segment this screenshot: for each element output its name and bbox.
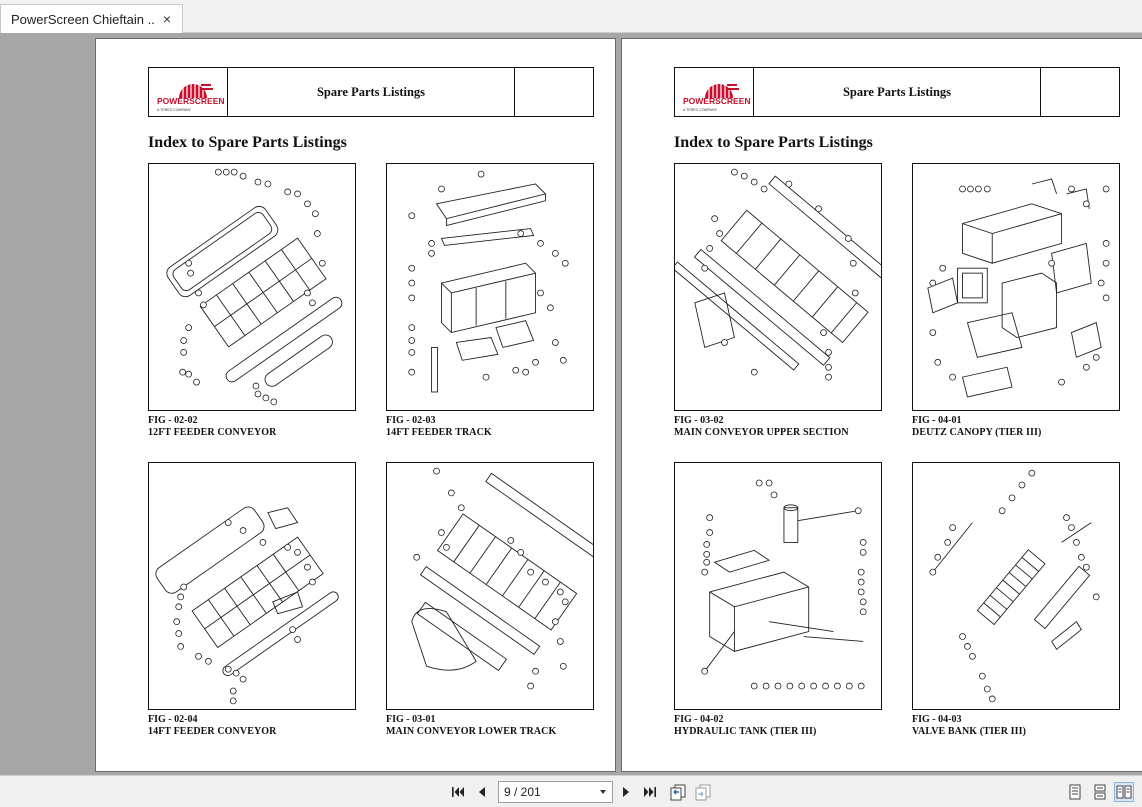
logo-brand-text: POWERSCREEN <box>683 96 751 106</box>
figure-drawing <box>386 462 594 710</box>
figure-03-01[interactable]: FIG - 03-01 MAIN CONVEYOR LOWER TRACK <box>386 462 594 737</box>
continuous-view-icon[interactable] <box>1090 782 1110 802</box>
header-blank-cell <box>515 68 593 116</box>
figure-03-02[interactable]: FIG - 03-02 MAIN CONVEYOR UPPER SECTION <box>674 163 882 438</box>
figure-04-02[interactable]: FIG - 04-02 HYDRAULIC TANK (TIER III) <box>674 462 882 737</box>
figure-drawing <box>912 163 1120 411</box>
prev-page-icon[interactable] <box>472 782 492 802</box>
figure-caption: MAIN CONVEYOR LOWER TRACK <box>386 726 557 737</box>
figure-02-02[interactable]: FIG - 02-02 12FT FEEDER CONVEYOR <box>148 163 356 438</box>
index-title: Index to Spare Parts Listings <box>148 134 347 151</box>
figure-code: FIG - 02-02 <box>148 415 198 426</box>
figure-caption: DEUTZ CANOPY (TIER III) <box>912 427 1042 438</box>
page-header: POWERSCREEN A TEREX COMPANY Spare Parts … <box>148 67 594 117</box>
header-title: Spare Parts Listings <box>228 68 515 116</box>
chevron-down-icon <box>600 790 606 794</box>
back-view-icon[interactable] <box>668 782 688 802</box>
header-title: Spare Parts Listings <box>754 68 1041 116</box>
figure-code: FIG - 02-03 <box>386 415 436 426</box>
logo-brand-text: POWERSCREEN <box>157 96 225 106</box>
logo-sub-text: A TEREX COMPANY <box>157 108 192 112</box>
next-page-icon[interactable] <box>616 782 636 802</box>
close-tab-icon[interactable]: × <box>162 11 172 27</box>
figure-04-03[interactable]: FIG - 04-03 VALVE BANK (TIER III) <box>912 462 1120 737</box>
page-right: POWERSCREEN A TEREX COMPANY Spare Parts … <box>621 38 1142 772</box>
figure-code: FIG - 03-02 <box>674 415 724 426</box>
bottom-toolbar: 9 / 201 <box>0 775 1142 807</box>
document-tab[interactable]: PowerScreen Chieftain ... × <box>0 4 183 34</box>
figure-04-01[interactable]: FIG - 04-01 DEUTZ CANOPY (TIER III) <box>912 163 1120 438</box>
forward-view-icon[interactable] <box>693 782 713 802</box>
powerscreen-logo: POWERSCREEN A TEREX COMPANY <box>675 68 754 116</box>
figure-caption: 14FT FEEDER TRACK <box>386 427 492 438</box>
figure-drawing <box>674 462 882 710</box>
index-title: Index to Spare Parts Listings <box>674 134 873 151</box>
document-tab-title: PowerScreen Chieftain ... <box>11 12 156 27</box>
figure-02-03[interactable]: FIG - 02-03 14FT FEEDER TRACK <box>386 163 594 438</box>
figure-caption: VALVE BANK (TIER III) <box>912 726 1027 737</box>
figure-caption: HYDRAULIC TANK (TIER III) <box>674 726 817 737</box>
figure-code: FIG - 04-01 <box>912 415 962 426</box>
page-header: POWERSCREEN A TEREX COMPANY Spare Parts … <box>674 67 1120 117</box>
figure-caption: 14FT FEEDER CONVEYOR <box>148 726 277 737</box>
figure-drawing <box>148 462 356 710</box>
figure-code: FIG - 03-01 <box>386 714 436 725</box>
first-page-icon[interactable] <box>448 782 468 802</box>
tab-bar: PowerScreen Chieftain ... × <box>0 0 1142 34</box>
page-left: POWERSCREEN A TEREX COMPANY Spare Parts … <box>95 38 616 772</box>
figure-drawing <box>148 163 356 411</box>
header-blank-cell <box>1041 68 1119 116</box>
figure-code: FIG - 02-04 <box>148 714 198 725</box>
page-number-select[interactable]: 9 / 201 <box>498 781 613 803</box>
figure-drawing <box>386 163 594 411</box>
logo-sub-text: A TEREX COMPANY <box>683 108 718 112</box>
figure-code: FIG - 04-02 <box>674 714 724 725</box>
last-page-icon[interactable] <box>640 782 660 802</box>
figure-drawing <box>912 462 1120 710</box>
figure-caption: MAIN CONVEYOR UPPER SECTION <box>674 427 849 438</box>
page-indicator: 9 / 201 <box>504 785 541 799</box>
figure-02-04[interactable]: FIG - 02-04 14FT FEEDER CONVEYOR <box>148 462 356 737</box>
figure-drawing <box>674 163 882 411</box>
two-page-view-icon[interactable] <box>1114 782 1134 802</box>
figure-caption: 12FT FEEDER CONVEYOR <box>148 427 277 438</box>
powerscreen-logo: POWERSCREEN A TEREX COMPANY <box>149 68 228 116</box>
single-page-view-icon[interactable] <box>1065 782 1085 802</box>
document-viewer[interactable]: POWERSCREEN A TEREX COMPANY Spare Parts … <box>0 33 1142 775</box>
figure-code: FIG - 04-03 <box>912 714 962 725</box>
